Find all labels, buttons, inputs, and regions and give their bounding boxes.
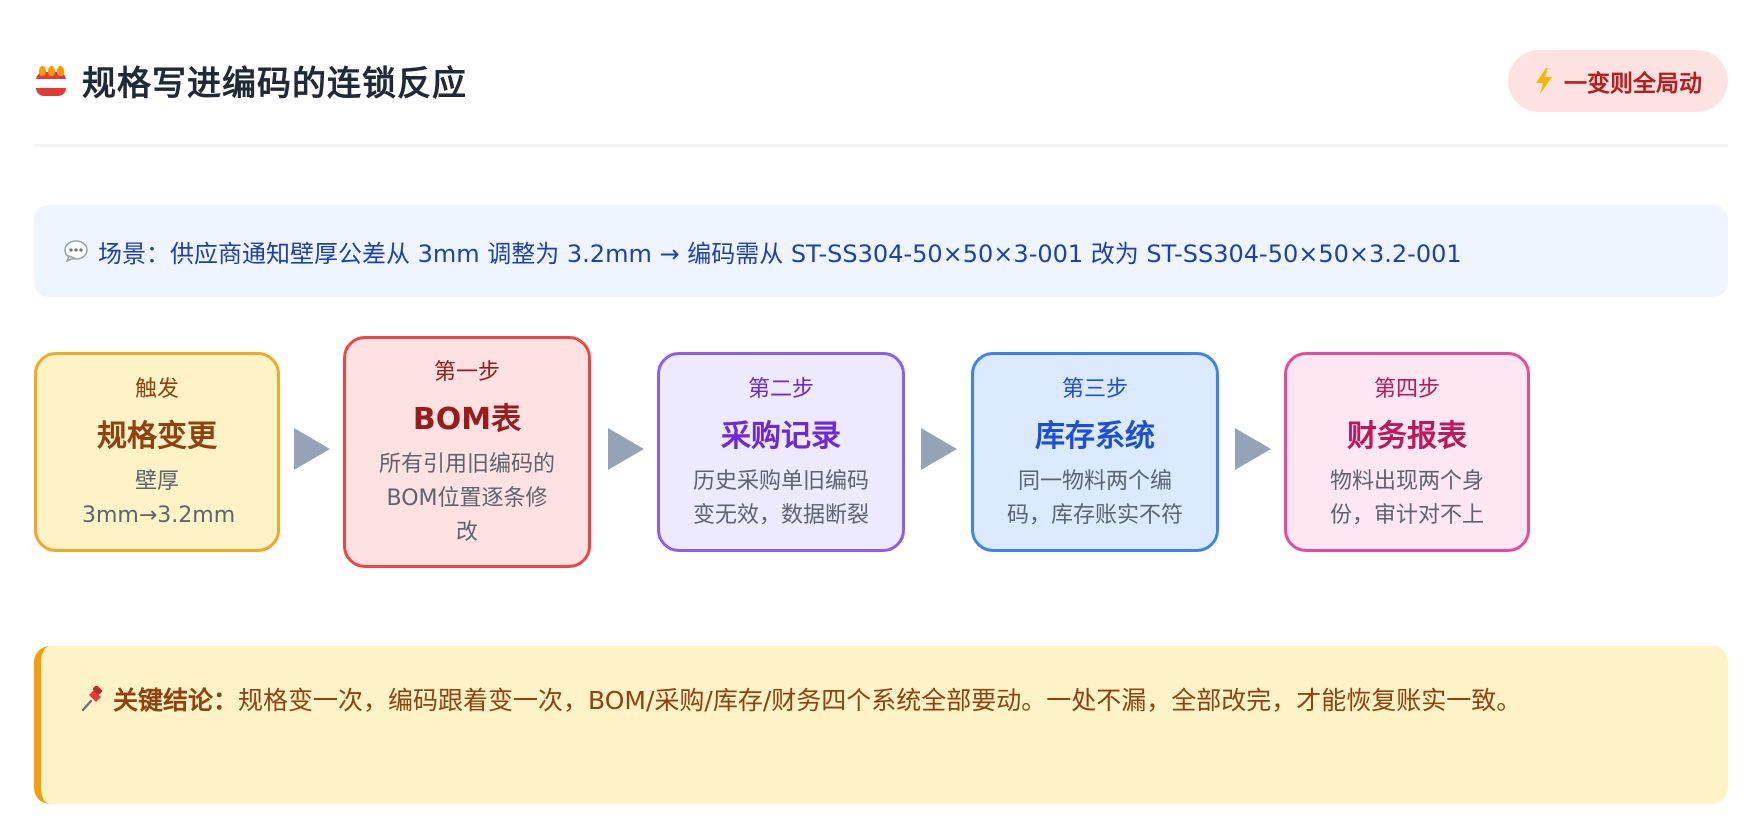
conclusion-text-block: 关键结论：规格变一次，编码跟着变一次，BOM/采购/库存/财务四个系统全部要动。… bbox=[79, 676, 1692, 726]
lightning-icon bbox=[1536, 68, 1552, 94]
step-description: 同一物料两个编码，库存账实不符 bbox=[1006, 469, 1183, 528]
step-label: 第一步 bbox=[433, 360, 500, 385]
step-label: 第四步 bbox=[1373, 377, 1440, 402]
badge-label: 一变则全局动 bbox=[1564, 71, 1702, 97]
step-card-inventory: 第三步 库存系统 同一物料两个编码，库存账实不符 bbox=[971, 352, 1219, 552]
step-description: 历史采购单旧编码变无效，数据断裂 bbox=[692, 469, 869, 528]
step-card-bom: 第一步 BOM表 所有引用旧编码的BOM位置逐条修改 bbox=[343, 336, 591, 568]
arrow-icon bbox=[294, 428, 330, 470]
step-title: 规格变更 bbox=[97, 419, 217, 454]
step-title: 财务报表 bbox=[1347, 419, 1467, 454]
chain-reaction-flow: 触发 规格变更 壁厚 3mm→3.2mm 第一步 BOM表 所有引用旧编码的BO… bbox=[34, 336, 1728, 600]
header-divider bbox=[34, 144, 1728, 147]
page-title: 规格写进编码的连锁反应 bbox=[82, 64, 467, 104]
conclusion-text: 规格变一次，编码跟着变一次，BOM/采购/库存/财务四个系统全部要动。一处不漏，… bbox=[238, 686, 1522, 715]
fire-extinguisher-icon bbox=[34, 64, 68, 98]
step-card-finance: 第四步 财务报表 物料出现两个身份，审计对不上 bbox=[1284, 352, 1530, 552]
scenario-box: 场景：供应商通知壁厚公差从 3mm 调整为 3.2mm → 编码需从 ST-SS… bbox=[34, 205, 1728, 297]
scenario-text: 场景：供应商通知壁厚公差从 3mm 调整为 3.2mm → 编码需从 ST-SS… bbox=[98, 239, 1462, 268]
conclusion-box: 关键结论：规格变一次，编码跟着变一次，BOM/采购/库存/财务四个系统全部要动。… bbox=[34, 646, 1728, 804]
arrow-icon bbox=[1235, 428, 1271, 470]
conclusion-label: 关键结论： bbox=[113, 686, 239, 715]
global-impact-badge: 一变则全局动 bbox=[1508, 50, 1728, 112]
step-card-purchasing: 第二步 采购记录 历史采购单旧编码变无效，数据断裂 bbox=[657, 352, 905, 552]
arrow-icon bbox=[921, 428, 957, 470]
step-title: 库存系统 bbox=[1035, 419, 1155, 454]
step-label: 第三步 bbox=[1061, 377, 1128, 402]
speech-bubble-icon bbox=[64, 240, 88, 262]
pushpin-icon bbox=[81, 686, 102, 712]
step-description: 所有引用旧编码的BOM位置逐条修改 bbox=[378, 452, 555, 545]
step-card-trigger: 触发 规格变更 壁厚 3mm→3.2mm bbox=[34, 352, 280, 552]
step-title: 采购记录 bbox=[721, 419, 841, 454]
step-label: 第二步 bbox=[747, 377, 814, 402]
step-title: BOM表 bbox=[412, 402, 522, 437]
title-wrap: 规格写进编码的连锁反应 bbox=[34, 56, 467, 105]
arrow-icon bbox=[608, 428, 644, 470]
step-description: 壁厚 3mm→3.2mm bbox=[82, 469, 236, 528]
step-description: 物料出现两个身份，审计对不上 bbox=[1329, 469, 1484, 528]
step-label: 触发 bbox=[134, 377, 179, 402]
header: 规格写进编码的连锁反应 一变则全局动 bbox=[34, 50, 1728, 114]
